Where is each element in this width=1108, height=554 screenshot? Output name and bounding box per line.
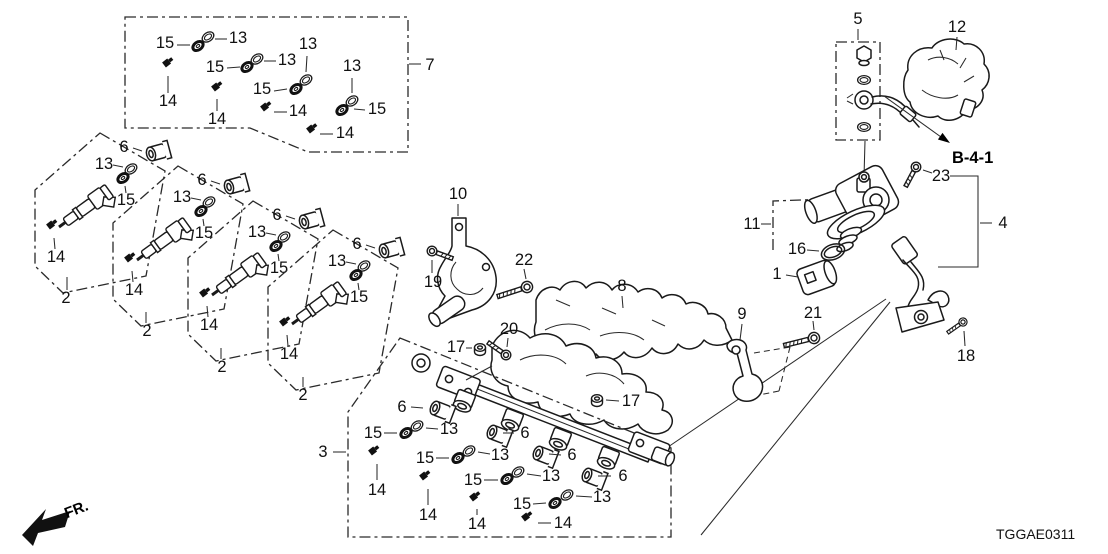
part-label-6: 6 [272, 206, 281, 224]
part-label-18: 18 [957, 347, 975, 365]
part-label-2: 2 [142, 322, 151, 340]
part-label-19: 19 [424, 273, 442, 291]
front-direction-marker: FR. [22, 498, 91, 546]
figure-code: TGGAE0311 [996, 526, 1075, 542]
part-label-14: 14 [280, 345, 298, 363]
part-label-13: 13 [328, 252, 346, 270]
cover-8: 8 [490, 277, 733, 435]
part-label-11: 11 [743, 215, 760, 233]
part-label-13: 13 [440, 420, 458, 438]
part-label-10: 10 [449, 185, 467, 203]
assembly-pointer-lines [667, 298, 891, 536]
part-label-16: 16 [788, 240, 806, 258]
part-label-13: 13 [248, 223, 266, 241]
part-label-15: 15 [513, 495, 531, 513]
part-label-13: 13 [593, 488, 611, 506]
injector-assembly-box-3: 6 13 15 14 2 [187, 200, 326, 376]
part-label-7: 7 [425, 56, 434, 74]
part-label-15: 15 [206, 58, 224, 76]
part-label-15: 15 [253, 80, 271, 98]
part-label-15: 15 [368, 100, 386, 118]
part-label-8: 8 [617, 277, 626, 295]
part-label-13: 13 [173, 188, 191, 206]
cross-ref-label: B-4-1 [952, 149, 993, 167]
part-label-6: 6 [197, 171, 206, 189]
part-label-2: 2 [61, 289, 70, 307]
part-label-15: 15 [416, 449, 434, 467]
part-label-3: 3 [318, 443, 327, 461]
part-label-14: 14 [47, 248, 65, 266]
insulator-1 [796, 259, 838, 296]
rail-seal-rows: 6 6 6 6 15 13 15 13 15 13 15 13 [364, 397, 628, 533]
part-label-6: 6 [567, 446, 576, 464]
part-label-14: 14 [159, 92, 177, 110]
part-label-23: 23 [932, 167, 950, 185]
part-label-22: 22 [515, 251, 533, 269]
part-label-15: 15 [364, 424, 382, 442]
part-label-14: 14 [419, 506, 437, 524]
part-label-20: 20 [500, 320, 518, 338]
part-label-2: 2 [217, 358, 226, 376]
part-label-13: 13 [95, 155, 113, 173]
fuel-feed-pipe: 18 [891, 236, 975, 365]
part-label-13: 13 [542, 467, 560, 485]
part-label-6: 6 [520, 424, 529, 442]
part-label-15: 15 [195, 224, 213, 242]
part-label-13: 13 [299, 35, 317, 53]
part-label-13: 13 [343, 57, 361, 75]
part-label-14: 14 [200, 316, 218, 334]
part-label-9: 9 [737, 305, 746, 323]
part-label-6: 6 [352, 235, 361, 253]
o-ring-16 [820, 243, 846, 261]
part-label-14: 14 [208, 110, 226, 128]
part-label-14: 14 [468, 515, 486, 533]
sealing-bolt [856, 45, 872, 67]
part-label-13: 13 [491, 446, 509, 464]
part-label-6: 6 [618, 467, 627, 485]
part-label-14: 14 [289, 102, 307, 120]
part-label-15: 15 [156, 34, 174, 52]
cover-12: 12 [903, 18, 990, 122]
bracket-10: 10 19 22 [424, 185, 535, 328]
part-label-21: 21 [804, 304, 822, 322]
part-label-13: 13 [278, 51, 296, 69]
part-label-15: 15 [270, 259, 288, 277]
part-label-4: 4 [998, 214, 1007, 232]
part-label-14: 14 [125, 281, 143, 299]
high-pressure-pump: 11 16 1 23 [743, 159, 1008, 296]
part-label-17: 17 [447, 338, 465, 356]
injector-assembly-box-2: 6 13 15 14 2 [112, 165, 251, 340]
bracket-9: 9 21 [726, 304, 822, 402]
part-label-2: 2 [298, 386, 307, 404]
rail-hardware: 17 17 20 [447, 320, 640, 410]
injector-assembly-box-4: 6 13 15 14 2 [267, 229, 406, 404]
part-label-6: 6 [397, 398, 406, 416]
fuel-joint-pipe [846, 90, 920, 128]
part-label-6: 6 [119, 138, 128, 156]
part-label-15: 15 [350, 288, 368, 306]
part-label-13: 13 [229, 29, 247, 47]
seal-kit-box-7: 7 15 13 15 13 15 13 13 15 14 14 14 [124, 16, 435, 153]
front-marker-label: FR. [62, 498, 91, 523]
part-label-12: 12 [948, 18, 966, 36]
part-label-15: 15 [117, 191, 135, 209]
part-label-1: 1 [772, 265, 781, 283]
injector-assembly-box-1: 6 13 15 14 2 [34, 132, 173, 307]
part-label-14: 14 [336, 124, 354, 142]
part-label-17: 17 [622, 392, 640, 410]
part-label-14: 14 [368, 481, 386, 499]
part-label-15: 15 [464, 471, 482, 489]
fuel-rail [411, 353, 676, 470]
fuel-rail-box-3: 3 [318, 337, 672, 538]
fuel-joint-box-5: 5 B-4-1 [835, 10, 993, 178]
part-label-14: 14 [554, 514, 572, 532]
part-label-5: 5 [853, 10, 862, 28]
